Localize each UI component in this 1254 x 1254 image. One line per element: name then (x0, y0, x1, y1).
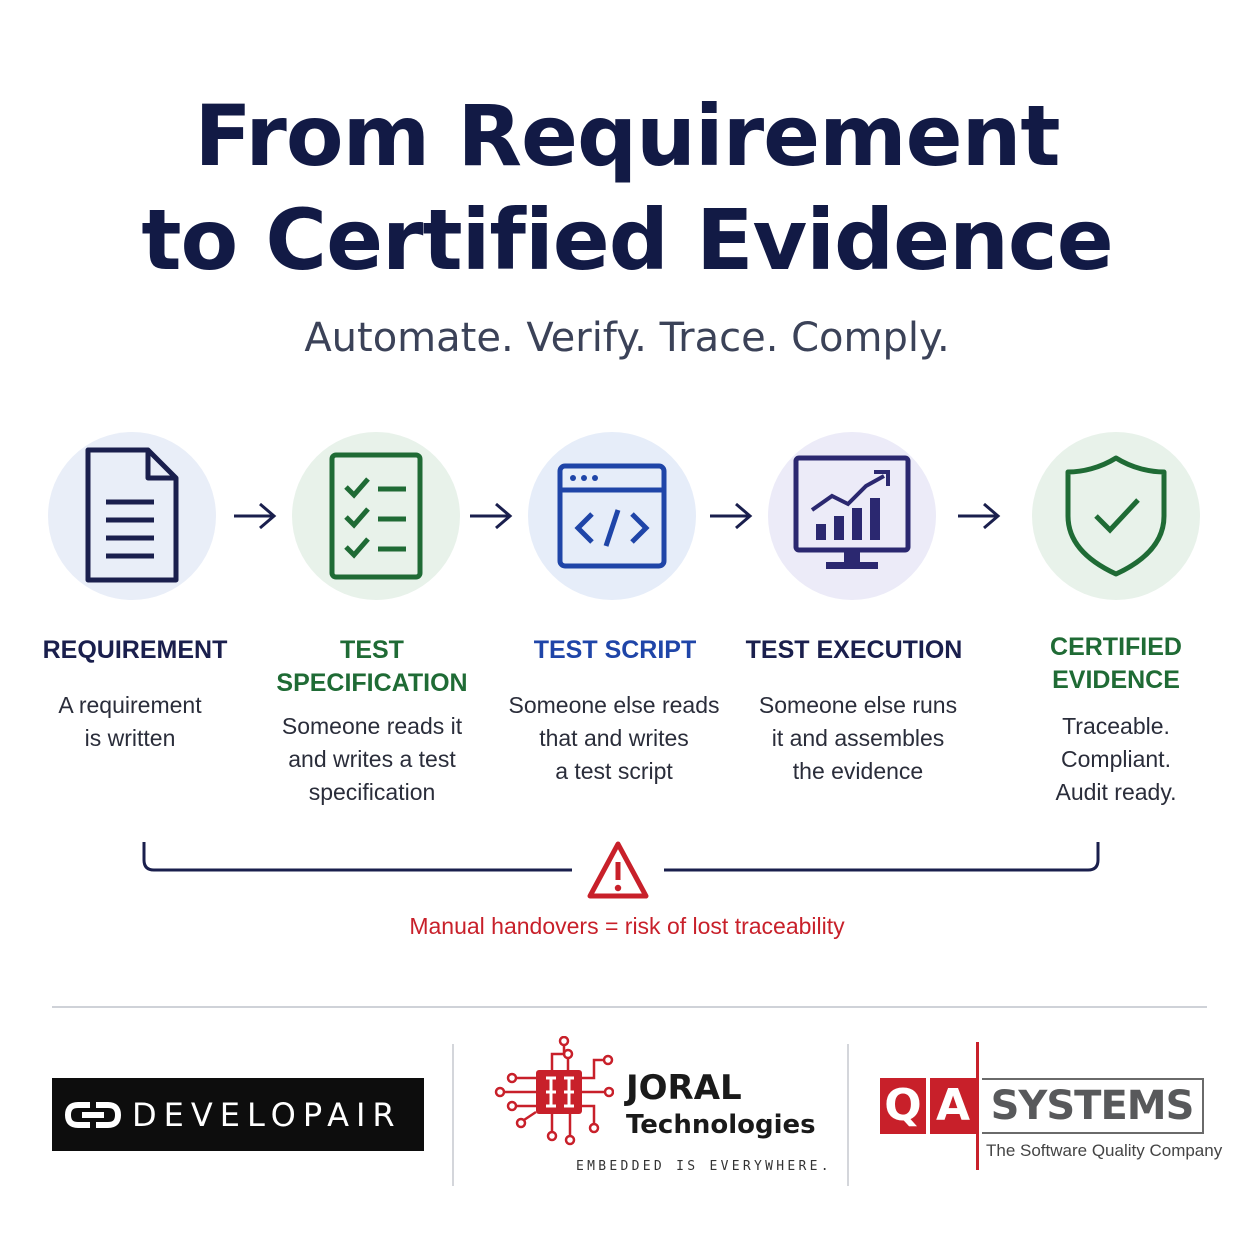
step-title-requirement: REQUIREMENT (42, 636, 228, 664)
qa-logo-a: A (930, 1078, 976, 1134)
handover-bracket (142, 842, 1100, 872)
logo-separator (452, 1044, 454, 1186)
step-desc-line: Traceable. (1062, 713, 1170, 739)
step-desc-line: and writes a test (288, 746, 456, 772)
document-icon (85, 447, 179, 583)
step-desc-line: specification (308, 779, 436, 805)
footer-divider (52, 1006, 1207, 1008)
joral-wordmark: JORAL (626, 1068, 742, 1108)
step-desc-line: is written (84, 725, 176, 751)
step-desc-line: the evidence (792, 758, 924, 784)
qa-logo-rule (976, 1042, 979, 1170)
arrow-icon (958, 502, 1001, 530)
arrow-icon (234, 502, 277, 530)
step-desc-certified-evidence: Traceable. Compliant. Audit ready. (996, 710, 1236, 809)
subtitle: Automate. Verify. Trace. Comply. (304, 315, 950, 361)
certified-evidence-icon-circle (1032, 432, 1200, 600)
title-line-1: From Requirement (194, 87, 1060, 185)
test-execution-icon-circle (768, 432, 936, 600)
step-desc-line: Audit ready. (1055, 779, 1177, 805)
joral-tagline: EMBEDDED IS EVERYWHERE. (576, 1159, 832, 1174)
step-desc-line: A requirement (58, 692, 202, 718)
qa-tagline: The Software Quality Company (986, 1141, 1223, 1160)
step-desc-test-script: Someone else reads that and writes a tes… (494, 689, 734, 788)
step-title-test-script: TEST SCRIPT (533, 636, 697, 664)
logo-separator (847, 1044, 849, 1186)
warning-triangle-icon (587, 841, 649, 899)
qa-logo-systems: SYSTEMS (982, 1078, 1204, 1134)
step-desc-line: Someone reads it (281, 713, 463, 739)
step-title-line: SPECIFICATION (276, 669, 468, 697)
test-script-icon-circle (528, 432, 696, 600)
step-desc-line: Someone else reads (508, 692, 720, 718)
developair-wordmark: DEVELOPAIR (132, 1095, 402, 1134)
step-title-test-execution: TEST EXECUTION (745, 636, 963, 664)
step-desc-test-specification: Someone reads it and writes a test speci… (252, 710, 492, 809)
step-desc-line: it and assembles (771, 725, 945, 751)
step-desc-line: Someone else runs (758, 692, 958, 718)
arrow-icon (470, 502, 513, 530)
step-desc-requirement: A requirement is written (10, 689, 250, 755)
risk-note: Manual handovers = risk of lost traceabi… (409, 913, 845, 939)
monitor-chart-icon (793, 455, 911, 569)
step-title-test-specification: TEST SPECIFICATION (252, 634, 492, 700)
shield-check-icon (1065, 455, 1167, 577)
checklist-icon (329, 452, 423, 580)
code-window-icon (557, 463, 667, 569)
step-desc-line: that and writes (539, 725, 689, 751)
joral-subtitle: Technologies (626, 1110, 816, 1140)
step-title-line: CERTIFIED (1050, 633, 1182, 661)
step-desc-line: Compliant. (1061, 746, 1171, 772)
arrow-icon (710, 502, 753, 530)
developair-logo: DEVELOPAIR (52, 1078, 424, 1151)
link-icon (64, 1101, 122, 1128)
step-title-line: TEST (340, 636, 404, 664)
qa-logo-q: Q (880, 1078, 926, 1134)
joral-circuit-icon (494, 1036, 614, 1146)
title-line-2: to Certified Evidence (141, 191, 1113, 289)
requirement-icon-circle (48, 432, 216, 600)
step-desc-test-execution: Someone else runs it and assembles the e… (738, 689, 978, 788)
test-specification-icon-circle (292, 432, 460, 600)
step-desc-line: a test script (555, 758, 673, 784)
step-title-line: EVIDENCE (1052, 666, 1180, 694)
step-title-certified-evidence: CERTIFIED EVIDENCE (996, 631, 1236, 697)
